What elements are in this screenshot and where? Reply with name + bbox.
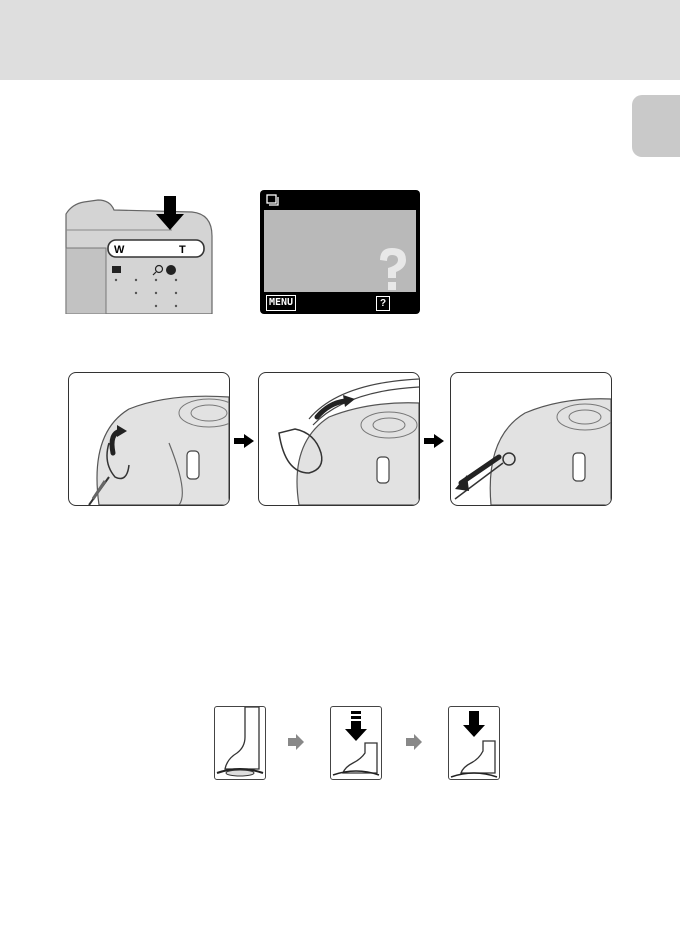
shutter-step-3-panel (448, 706, 500, 780)
zoom-wide-label: W (114, 244, 125, 256)
monitor-display-area (264, 210, 416, 292)
strap-step-2-illustration (259, 373, 419, 505)
camera-zoom-illustration: W T (64, 196, 214, 314)
half-press-icon (331, 707, 381, 779)
help-question-icon (372, 246, 412, 292)
strap-step-3-panel (450, 372, 612, 506)
step-arrow-icon (406, 734, 422, 750)
strap-step-3-illustration (451, 373, 611, 505)
shooting-mode-icon (266, 194, 280, 206)
header-bar (0, 0, 680, 80)
full-press-icon (449, 707, 499, 779)
chapter-tab (632, 95, 680, 157)
strap-step-2-panel (258, 372, 420, 506)
menu-button-label: MENU (266, 295, 296, 311)
shutter-step-1-panel (214, 706, 266, 780)
step-arrow-icon (288, 734, 304, 750)
zoom-tele-label: T (179, 244, 186, 256)
finger-rest-icon (215, 707, 265, 779)
shutter-step-2-panel (330, 706, 382, 780)
step-arrow-icon (234, 434, 254, 448)
help-button-label: ? (376, 296, 390, 311)
strap-step-1-illustration (69, 373, 229, 505)
monitor-screen: MENU (260, 190, 420, 314)
strap-step-1-panel (68, 372, 230, 506)
step-arrow-icon (424, 434, 444, 448)
